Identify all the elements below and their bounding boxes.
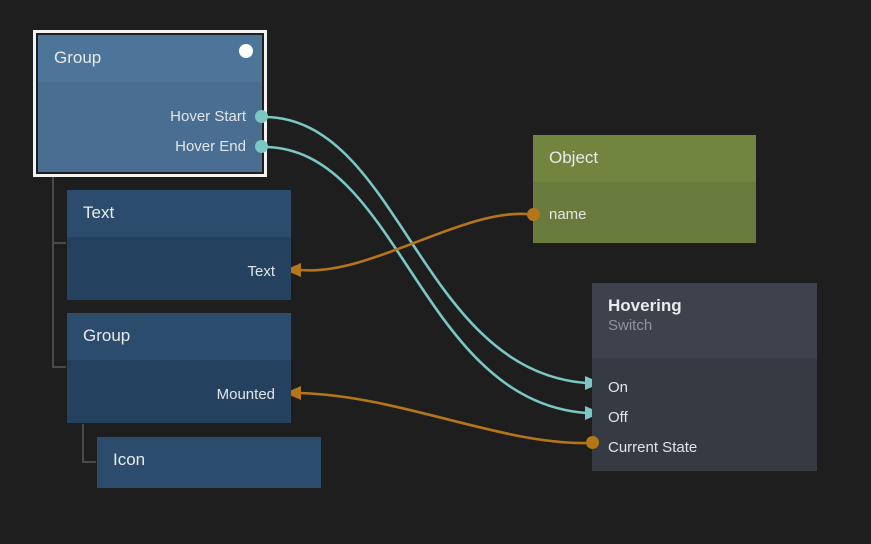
- port-label-current-state: Current State: [608, 439, 698, 456]
- port-row-off[interactable]: Off: [592, 403, 817, 433]
- tree-line-trunk-nested: [82, 424, 84, 463]
- port-label-hover-end: Hover End: [175, 138, 246, 155]
- node-group-child[interactable]: Group Mounted: [67, 313, 291, 423]
- node-header[interactable]: Group: [67, 313, 291, 360]
- node-icon[interactable]: Icon: [97, 437, 321, 488]
- port-label-off: Off: [608, 409, 628, 426]
- port-row-text[interactable]: Text: [67, 257, 291, 287]
- node-text[interactable]: Text Text: [67, 190, 291, 300]
- node-subtitle: Switch: [608, 317, 653, 334]
- node-body: On Off Current State: [592, 358, 817, 471]
- node-header[interactable]: Text: [67, 190, 291, 237]
- node-group-selected[interactable]: Group Hover Start Hover End: [33, 30, 268, 177]
- port-label-hover-start: Hover Start: [170, 108, 246, 125]
- node-title: Group: [83, 326, 131, 345]
- port-row-hover-end[interactable]: Hover End: [38, 132, 262, 162]
- tree-line-branch-group: [52, 366, 66, 368]
- node-hovering-switch[interactable]: Hovering Switch On Off Current State: [586, 283, 817, 471]
- port-row-hover-start[interactable]: Hover Start: [38, 102, 262, 132]
- node-header[interactable]: Icon: [97, 437, 321, 488]
- port-label-on: On: [608, 379, 629, 396]
- tree-line-trunk: [52, 176, 54, 368]
- node-header[interactable]: Hovering Switch: [592, 283, 817, 358]
- node-header[interactable]: Group: [38, 35, 262, 82]
- node-body: name: [533, 182, 756, 243]
- port-label-name: name: [549, 206, 587, 223]
- port-row-mounted[interactable]: Mounted: [67, 380, 291, 410]
- node-body: Hover Start Hover End: [38, 82, 262, 172]
- port-row-on[interactable]: On: [592, 373, 817, 403]
- port-row-current-state[interactable]: Current State: [592, 433, 817, 463]
- tree-line-branch-text: [52, 242, 66, 244]
- wire-current-state-to-mounted: [299, 391, 587, 445]
- node-title: Icon: [113, 450, 146, 469]
- port-label-text: Text: [247, 263, 275, 280]
- selected-indicator-dot: [239, 44, 253, 58]
- selection-outline: [33, 30, 267, 177]
- node-title: Object: [549, 148, 599, 167]
- port-dot-current-state[interactable]: [586, 436, 599, 449]
- node-object[interactable]: Object name: [527, 135, 756, 243]
- node-title: Text: [83, 203, 115, 222]
- tree-line-branch-icon: [82, 461, 96, 463]
- node-title: Group: [54, 48, 102, 67]
- node-body: Mounted: [67, 360, 291, 423]
- port-dot-hover-end[interactable]: [255, 140, 268, 153]
- node-body: Text: [67, 237, 291, 300]
- port-label-mounted: Mounted: [216, 386, 275, 403]
- port-row-name[interactable]: name: [533, 200, 756, 230]
- node-title: Hovering: [608, 296, 682, 315]
- port-dot-hover-start[interactable]: [255, 110, 268, 123]
- node-header[interactable]: Object: [533, 135, 756, 182]
- wire-name-to-text: [299, 212, 528, 272]
- port-dot-name[interactable]: [527, 208, 540, 221]
